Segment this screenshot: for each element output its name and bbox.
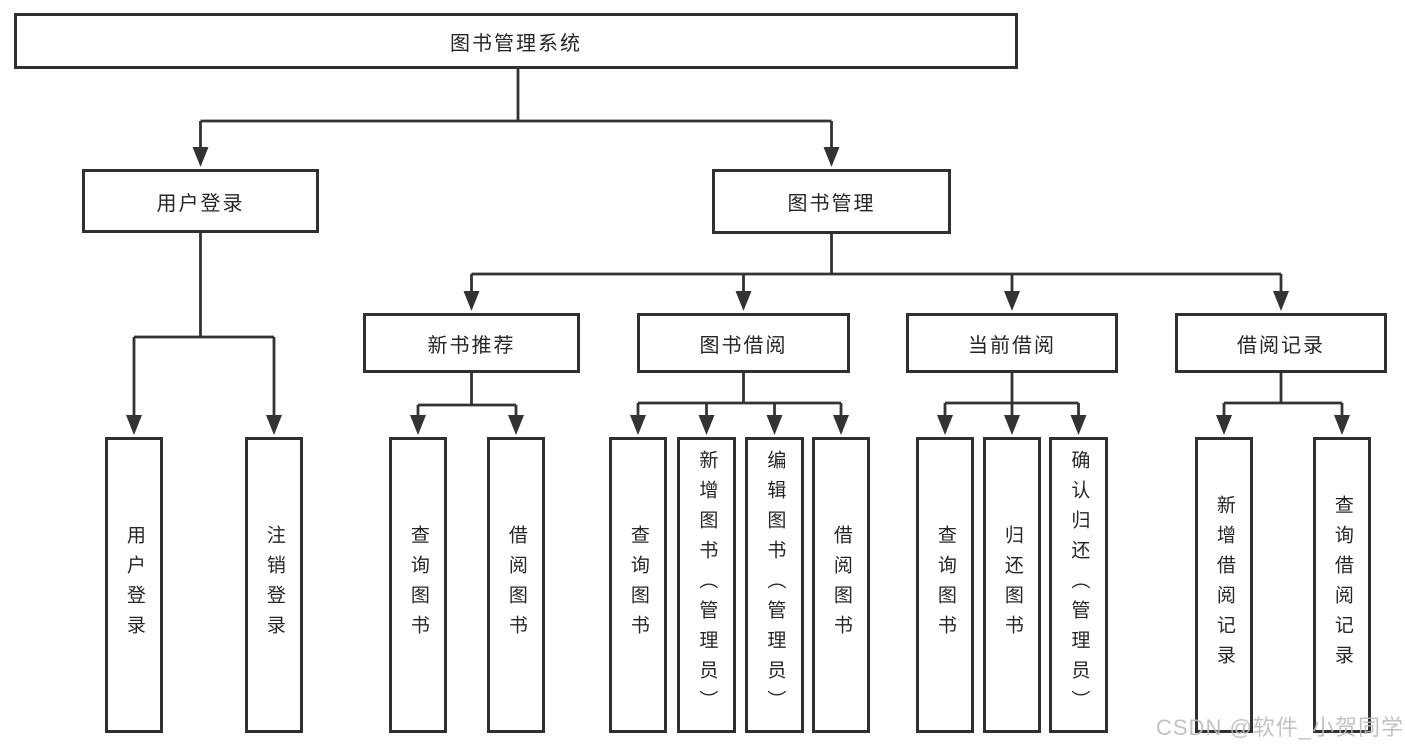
node-current-borrowing-label: 当前借阅: [968, 334, 1056, 357]
leaf-records-add-label: 新增借阅记录: [1213, 495, 1235, 675]
arrowhead-down-icon: [823, 147, 840, 167]
leaf-borrow-add-admin: 新增图书（管理员）: [677, 437, 736, 733]
leaf-current-query-label: 查询图书: [934, 525, 956, 645]
arrowhead-down-icon: [833, 415, 849, 435]
leaf-current-confirm: 确认归还（管理员）: [1049, 437, 1108, 733]
leaf-recommend-borrow-label: 借阅图书: [505, 525, 527, 645]
watermark-text: CSDN @软件_小贺同学: [1156, 715, 1405, 740]
arrowhead-down-icon: [735, 291, 752, 311]
node-root-label: 图书管理系统: [450, 32, 582, 55]
arrowhead-down-icon: [192, 147, 209, 167]
node-root: 图书管理系统: [14, 13, 1018, 69]
node-new-book-recommend: 新书推荐: [363, 313, 580, 373]
arrowhead-down-icon: [126, 415, 142, 435]
node-new-book-recommend-label: 新书推荐: [427, 334, 516, 357]
node-borrow-records: 借阅记录: [1175, 313, 1387, 373]
arrowhead-down-icon: [1334, 415, 1350, 435]
arrowhead-down-icon: [1273, 291, 1289, 311]
arrowhead-down-icon: [937, 415, 953, 435]
arrowhead-down-icon: [1216, 415, 1232, 435]
leaf-current-confirm-label: 确认归还（管理员）: [1068, 450, 1090, 720]
leaf-borrow-query-label: 查询图书: [627, 525, 649, 645]
node-user-login-label: 用户登录: [156, 192, 245, 215]
leaf-borrow-borrow: 借阅图书: [812, 437, 870, 733]
leaf-recommend-query: 查询图书: [389, 437, 447, 733]
arrowhead-down-icon: [698, 415, 715, 435]
arrowhead-down-icon: [1070, 415, 1087, 435]
node-book-borrowing: 图书借阅: [637, 313, 850, 373]
arrowhead-down-icon: [1004, 291, 1020, 311]
arrowhead-down-icon: [630, 415, 646, 435]
leaf-logout-label: 注销登录: [263, 525, 285, 645]
node-user-login: 用户登录: [82, 169, 319, 233]
arrowhead-down-icon: [266, 415, 282, 435]
leaf-user-login-label: 用户登录: [123, 525, 145, 645]
node-borrow-records-label: 借阅记录: [1237, 334, 1325, 357]
leaf-borrow-add-admin-label: 新增图书（管理员）: [696, 450, 718, 720]
arrowhead-down-icon: [766, 415, 783, 435]
arrowhead-down-icon: [508, 415, 524, 435]
leaf-current-return: 归还图书: [983, 437, 1041, 733]
leaf-borrow-edit-admin: 编辑图书（管理员）: [745, 437, 804, 733]
leaf-records-query: 查询借阅记录: [1313, 437, 1371, 733]
leaf-records-add: 新增借阅记录: [1195, 437, 1253, 733]
node-book-management: 图书管理: [712, 169, 951, 234]
leaf-logout: 注销登录: [245, 437, 303, 733]
leaf-borrow-edit-admin-label: 编辑图书（管理员）: [764, 450, 786, 720]
leaf-borrow-borrow-label: 借阅图书: [830, 525, 852, 645]
node-current-borrowing: 当前借阅: [906, 313, 1118, 373]
arrowhead-down-icon: [410, 415, 426, 435]
leaf-recommend-borrow: 借阅图书: [487, 437, 545, 733]
leaf-borrow-query: 查询图书: [609, 437, 667, 733]
node-book-borrowing-label: 图书借阅: [699, 334, 788, 357]
leaf-current-query: 查询图书: [916, 437, 974, 733]
arrowhead-down-icon: [1004, 415, 1020, 435]
leaf-records-query-label: 查询借阅记录: [1331, 495, 1353, 675]
arrowhead-down-icon: [463, 291, 480, 311]
leaf-current-return-label: 归还图书: [1001, 525, 1023, 645]
leaf-user-login: 用户登录: [105, 437, 163, 733]
leaf-recommend-query-label: 查询图书: [407, 525, 429, 645]
node-book-management-label: 图书管理: [787, 193, 876, 215]
